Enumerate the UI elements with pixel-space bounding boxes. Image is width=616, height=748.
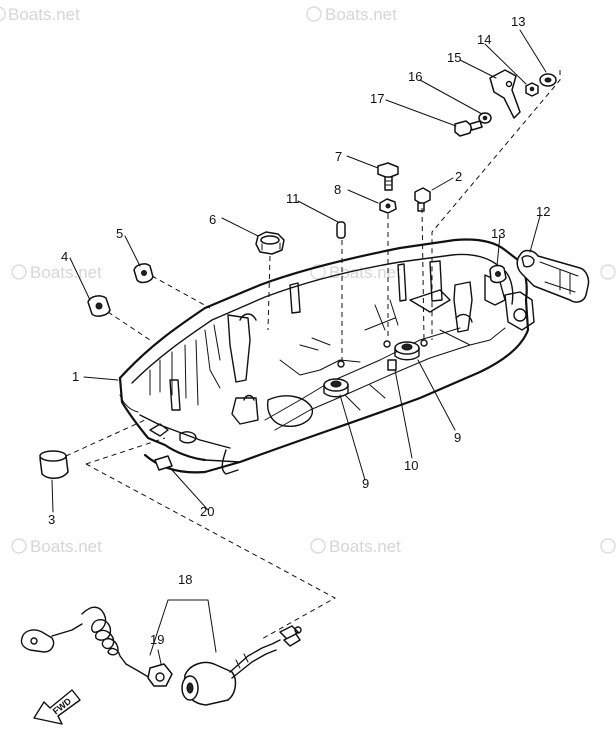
grommet-9-left bbox=[323, 378, 349, 398]
svg-text:Boats.net: Boats.net bbox=[30, 537, 102, 556]
watermark-bottom-left: Boats.net bbox=[11, 537, 102, 556]
lever-part-12 bbox=[516, 249, 590, 303]
callout-5: 5 bbox=[116, 226, 123, 241]
callout-labels: 1 2 3 4 5 6 7 8 9 9 10 11 12 13 13 14 15… bbox=[48, 14, 550, 647]
svg-text:Boats.net: Boats.net bbox=[329, 537, 401, 556]
callout-8: 8 bbox=[334, 182, 341, 197]
callout-9-right: 9 bbox=[454, 430, 461, 445]
grommet-9-right bbox=[394, 341, 420, 361]
callout-3: 3 bbox=[48, 512, 55, 527]
watermark-left-mid: Boats.net bbox=[11, 263, 102, 282]
callout-6: 6 bbox=[209, 212, 216, 227]
bolt-part-7 bbox=[377, 162, 399, 191]
callout-18: 18 bbox=[178, 572, 192, 587]
bolt-holes-center bbox=[337, 339, 428, 368]
bolt-part-2 bbox=[414, 187, 431, 212]
watermark-right-mid bbox=[600, 264, 616, 280]
svg-text:Boats.net: Boats.net bbox=[325, 5, 397, 24]
svg-text:Boats.net: Boats.net bbox=[329, 263, 401, 282]
grommet-part-4 bbox=[87, 295, 111, 317]
callout-14: 14 bbox=[477, 32, 491, 47]
callout-9-left: 9 bbox=[362, 476, 369, 491]
bottom-cowling-part-1 bbox=[118, 238, 535, 475]
callout-12: 12 bbox=[536, 204, 550, 219]
callout-16: 16 bbox=[408, 69, 422, 84]
callout-10: 10 bbox=[404, 458, 418, 473]
stop-switch-part-18 bbox=[181, 625, 302, 706]
assembly-lines bbox=[65, 70, 561, 641]
grommet-part-13-lower bbox=[489, 264, 507, 284]
watermark-bottom-center: Boats.net bbox=[310, 537, 401, 556]
watermark-center: Boats.net bbox=[310, 263, 401, 282]
bracket-part-15 bbox=[489, 69, 521, 119]
lanyard-part-19 bbox=[20, 606, 173, 687]
washer-part-16 bbox=[478, 112, 492, 124]
callout-11: 11 bbox=[286, 191, 300, 206]
svg-text:Boats.net: Boats.net bbox=[8, 5, 80, 24]
collar-10 bbox=[387, 359, 397, 371]
callout-13-lower: 13 bbox=[491, 226, 505, 241]
watermark-bottom-right bbox=[600, 538, 616, 554]
callout-1: 1 bbox=[72, 369, 79, 384]
callout-17: 17 bbox=[370, 91, 384, 106]
grommet-part-5 bbox=[133, 263, 154, 284]
callout-4: 4 bbox=[61, 249, 68, 264]
callout-15: 15 bbox=[447, 50, 461, 65]
callout-7: 7 bbox=[335, 149, 342, 164]
callout-19: 19 bbox=[150, 632, 164, 647]
watermark-top-left: Boats.net bbox=[0, 5, 80, 24]
label-part-20 bbox=[154, 455, 173, 471]
callout-2: 2 bbox=[455, 169, 462, 184]
watermark-top-center: Boats.net bbox=[306, 5, 397, 24]
fitting-part-6 bbox=[255, 231, 285, 255]
callout-13-upper: 13 bbox=[511, 14, 525, 29]
nut-part-8 bbox=[379, 198, 397, 214]
pin-part-11 bbox=[336, 221, 346, 239]
screw-part-17 bbox=[454, 120, 483, 137]
watermarks: Boats.net Boats.net Boats.net Boats.net … bbox=[0, 5, 616, 556]
callout-20: 20 bbox=[200, 504, 214, 519]
svg-text:Boats.net: Boats.net bbox=[30, 263, 102, 282]
leader-lines bbox=[51, 29, 547, 669]
fwd-arrow-icon: FWD bbox=[33, 689, 81, 725]
grommet-part-13-upper bbox=[539, 73, 557, 87]
nut-part-14 bbox=[525, 82, 539, 97]
cap-part-3 bbox=[39, 450, 69, 479]
